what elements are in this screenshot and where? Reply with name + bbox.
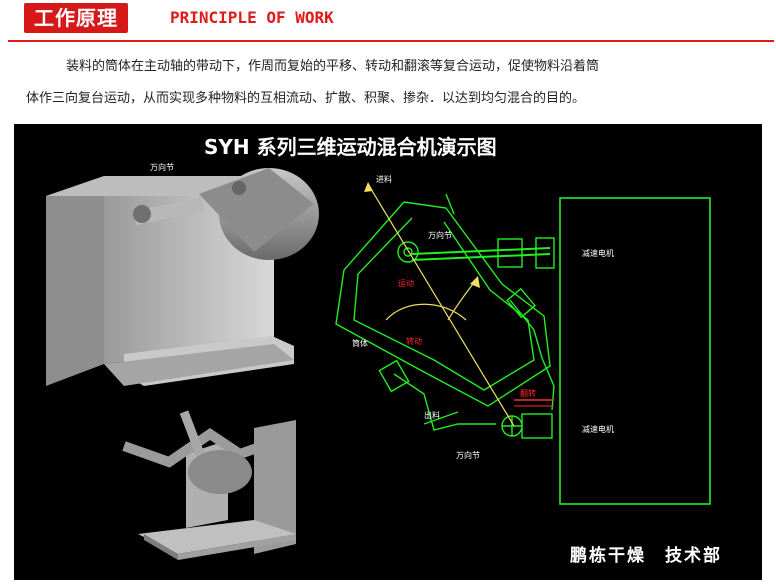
label-motor-bottom: 减速电机 — [582, 424, 614, 434]
schematic — [335, 193, 711, 505]
label-red-3: 翻转 — [520, 388, 536, 398]
section-title-en: PRINCIPLE OF WORK — [170, 8, 334, 27]
label-discharge: 出料 — [424, 410, 440, 420]
label-universal-joint-mid: 万向节 — [428, 230, 452, 240]
diagram-title: SYH 系列三维运动混合机演示图 — [204, 135, 497, 159]
label-red-1: 运动 — [398, 278, 414, 288]
label-universal-joint-top: 万向节 — [150, 162, 174, 172]
label-red-2: 转动 — [406, 336, 422, 346]
label-feed: 进料 — [376, 174, 392, 184]
label-barrel: 筒体 — [352, 338, 368, 348]
machine-render-bottom — [122, 410, 296, 560]
footer-credit: 鹏栋干燥 技术部 — [570, 546, 722, 566]
header-divider — [8, 40, 774, 42]
header: 工作原理 PRINCIPLE OF WORK — [0, 0, 776, 44]
demo-diagram-panel: SYH 系列三维运动混合机演示图 万向节 — [14, 124, 762, 580]
label-universal-joint-bottom: 万向节 — [456, 450, 480, 460]
feed-axis — [367, 183, 515, 427]
demo-diagram: SYH 系列三维运动混合机演示图 万向节 — [46, 135, 711, 560]
label-motor-top: 减速电机 — [582, 248, 614, 258]
machine-render-top: 万向节 — [46, 162, 319, 386]
section-title-cn: 工作原理 — [24, 3, 128, 33]
description-line-2: 体作三向复台运动，从而实现多种物料的互相流动、扩散、积聚、掺杂．以达到均匀混合的… — [26, 91, 586, 106]
description-line-1: 装料的筒体在主动轴的带动下，作周而复始的平移、转动和翻滚等复合运动，促使物料沿着… — [66, 59, 600, 74]
